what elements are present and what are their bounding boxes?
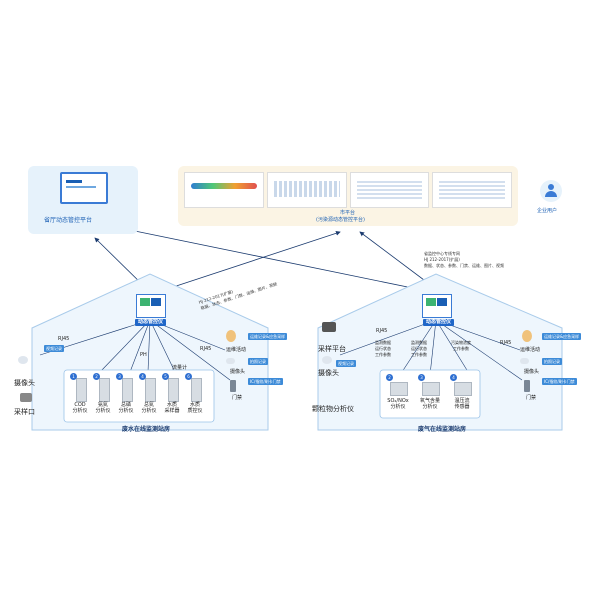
gas-station-title: 废气在线监测站房 bbox=[418, 426, 467, 433]
water-instrument-badge: 3 bbox=[116, 373, 123, 380]
water-photo-record-tag: 拍照记录 bbox=[248, 358, 268, 365]
water-instrument-badge: 2 bbox=[93, 373, 100, 380]
gas-instrument-icon bbox=[422, 382, 440, 396]
camera-icon bbox=[226, 358, 235, 364]
city-platform-label: 市平台 bbox=[340, 210, 356, 216]
gas-instrument-badge: 2 bbox=[386, 374, 393, 381]
gas-photo-record-tag: 拍照记录 bbox=[542, 358, 562, 365]
water-instrument-label: COD 分析仪 bbox=[72, 402, 88, 414]
enterprise-user-label: 企业用户 bbox=[537, 208, 558, 214]
water-instrument-label: 水质 采样器 bbox=[164, 402, 180, 414]
water-instrument-label: 总氮 分析仪 bbox=[141, 402, 157, 414]
gas-instrument-icon bbox=[454, 382, 472, 396]
water-card-access-tag: IC/指纹/刷卡门禁 bbox=[248, 378, 283, 385]
water-camera2-label: 摄像头 bbox=[230, 369, 246, 375]
maintenance-worker-icon bbox=[226, 330, 236, 342]
camera-icon bbox=[322, 356, 332, 364]
water-door-label: 门禁 bbox=[232, 395, 243, 401]
dashboard-thumb-1 bbox=[184, 172, 264, 208]
gas-instrument-label: SO₂/NOx 分析仪 bbox=[387, 398, 409, 410]
gas-camera2-label: 摄像头 bbox=[524, 369, 540, 375]
water-station-title: 废水在线监测站房 bbox=[122, 426, 171, 433]
camera-icon bbox=[520, 358, 529, 364]
water-instrument-label: 总磷 分析仪 bbox=[118, 402, 134, 414]
water-ph-label: PH bbox=[140, 352, 147, 358]
gas-connection-note-1: 监测数据 运行状态 工作参数 bbox=[375, 340, 391, 357]
door-access-icon bbox=[230, 380, 236, 392]
gas-instrument-label: 氧气含量 分析仪 bbox=[419, 398, 440, 410]
water-instrument-icon bbox=[191, 378, 202, 402]
gas-link-label-1: RJ45 bbox=[376, 328, 388, 334]
water-instrument-badge: 1 bbox=[70, 373, 77, 380]
city-platform-panel: 市平台 (污染源动态管控平台) bbox=[178, 166, 518, 226]
water-instrument-icon bbox=[145, 378, 156, 402]
sampling-port-icon bbox=[20, 393, 32, 402]
gas-controller-device bbox=[422, 294, 452, 318]
gas-controller-label: 动态管控仪 bbox=[423, 319, 455, 326]
dashboard-thumb-2 bbox=[266, 172, 347, 208]
water-controller-device bbox=[136, 294, 166, 318]
gas-connection-note-2: 监测数据 运行状态 工作参数 bbox=[411, 340, 427, 357]
water-instrument-icon bbox=[168, 378, 179, 402]
dashboard-thumb-3 bbox=[349, 172, 430, 208]
gas-particle-label: 颗粒物分析仪 bbox=[312, 405, 354, 413]
water-controller-label: 动态管控仪 bbox=[135, 319, 167, 326]
city-platform-sublabel: (污染源动态管控平台) bbox=[316, 217, 365, 223]
dashboard-thumb-4 bbox=[432, 172, 512, 208]
water-link-label-2: RJ45 bbox=[200, 346, 212, 352]
sampling-platform-icon bbox=[322, 322, 336, 332]
province-platform-panel: 省厅动态管控平台 bbox=[28, 166, 138, 234]
gas-door-label: 门禁 bbox=[526, 395, 537, 401]
water-instrument-badge: 5 bbox=[162, 373, 169, 380]
water-flowmeter-label: 流量计 bbox=[172, 365, 188, 371]
water-instrument-label: 水质 质控仪 bbox=[187, 402, 203, 414]
gas-instrument-badge: 4 bbox=[450, 374, 457, 381]
right-link-protocol: HJ 212-2017(扩展) bbox=[424, 257, 460, 262]
water-maintenance-label: 运维活动 bbox=[226, 347, 247, 353]
water-sampling-label: 采样口 bbox=[14, 408, 35, 416]
camera-icon bbox=[18, 356, 28, 364]
dashboard-screenshots bbox=[184, 172, 512, 208]
enterprise-user-icon bbox=[540, 180, 562, 202]
water-video-record-tag: 视频记录 bbox=[44, 345, 64, 352]
monitor-icon bbox=[60, 172, 108, 204]
gas-camera-label: 摄像头 bbox=[318, 369, 339, 377]
gas-sampling-platform-label: 采样平台 bbox=[318, 345, 346, 353]
water-ops-record-tag: 运维记录&应急采样 bbox=[248, 333, 288, 340]
gas-ops-record-tag: 运维记录&应急采样 bbox=[542, 333, 582, 340]
water-instrument-icon bbox=[99, 378, 110, 402]
maintenance-worker-icon bbox=[522, 330, 532, 342]
gas-instrument-icon bbox=[390, 382, 408, 396]
water-instrument-icon bbox=[76, 378, 87, 402]
water-instrument-badge: 4 bbox=[139, 373, 146, 380]
gas-card-access-tag: IC/指纹/刷卡门禁 bbox=[542, 378, 577, 385]
gas-connection-note-3: 污染物浓度 工作参数 bbox=[451, 340, 471, 351]
right-link-content: 数据、状态、参数、门禁、运维、图片、视频 bbox=[424, 263, 504, 268]
right-link-network: 省监控中心专线专网 bbox=[424, 251, 460, 256]
gas-video-record-tag: 视频记录 bbox=[336, 360, 356, 367]
gas-maintenance-label: 运维活动 bbox=[520, 347, 541, 353]
gas-instrument-badge: 3 bbox=[418, 374, 425, 381]
water-camera-label: 摄像头 bbox=[14, 379, 35, 387]
province-platform-label: 省厅动态管控平台 bbox=[44, 217, 93, 224]
gas-link-label-2: RJ45 bbox=[500, 340, 512, 346]
water-link-label-1: RJ45 bbox=[58, 336, 70, 342]
water-instrument-icon bbox=[122, 378, 133, 402]
door-access-icon bbox=[524, 380, 530, 392]
water-instrument-badge: 6 bbox=[185, 373, 192, 380]
water-instrument-label: 氨氮 分析仪 bbox=[95, 402, 111, 414]
gas-instrument-label: 温压流 传感器 bbox=[454, 398, 470, 410]
